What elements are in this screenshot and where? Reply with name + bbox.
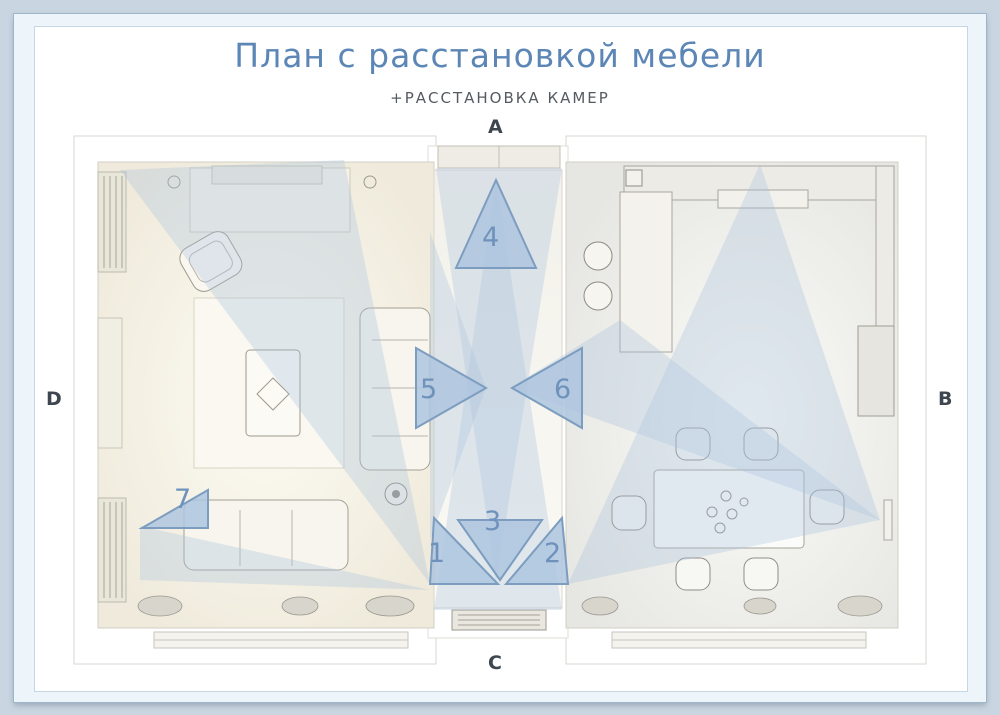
side-label-a: A	[488, 116, 503, 138]
camera-5-label: 5	[420, 374, 437, 405]
living-room	[97, 161, 435, 649]
side-label-c: C	[488, 652, 502, 674]
camera-4-label: 4	[482, 222, 499, 253]
camera-4-marker	[454, 177, 538, 269]
camera-1-label: 1	[428, 538, 445, 569]
camera-3-label: 3	[484, 506, 501, 537]
camera-markers	[138, 177, 583, 585]
camera-5-marker	[415, 346, 489, 430]
camera-2-marker	[503, 515, 570, 585]
page-subtitle: +РАССТАНОВКА КАМЕР	[390, 89, 610, 107]
side-label-b: B	[938, 388, 953, 410]
camera-2-label: 2	[544, 538, 561, 569]
camera-7-label: 7	[174, 484, 191, 515]
camera-6-marker	[509, 346, 583, 430]
side-label-d: D	[46, 388, 62, 410]
camera-labels: 1 2 3 4 5 6 7	[174, 222, 571, 569]
camera-7-marker	[138, 488, 209, 529]
page-title: План с расстановкой мебели	[234, 36, 766, 75]
camera-6-label: 6	[554, 374, 571, 405]
camera-1-marker	[428, 515, 501, 585]
camera-3-marker	[456, 519, 544, 582]
